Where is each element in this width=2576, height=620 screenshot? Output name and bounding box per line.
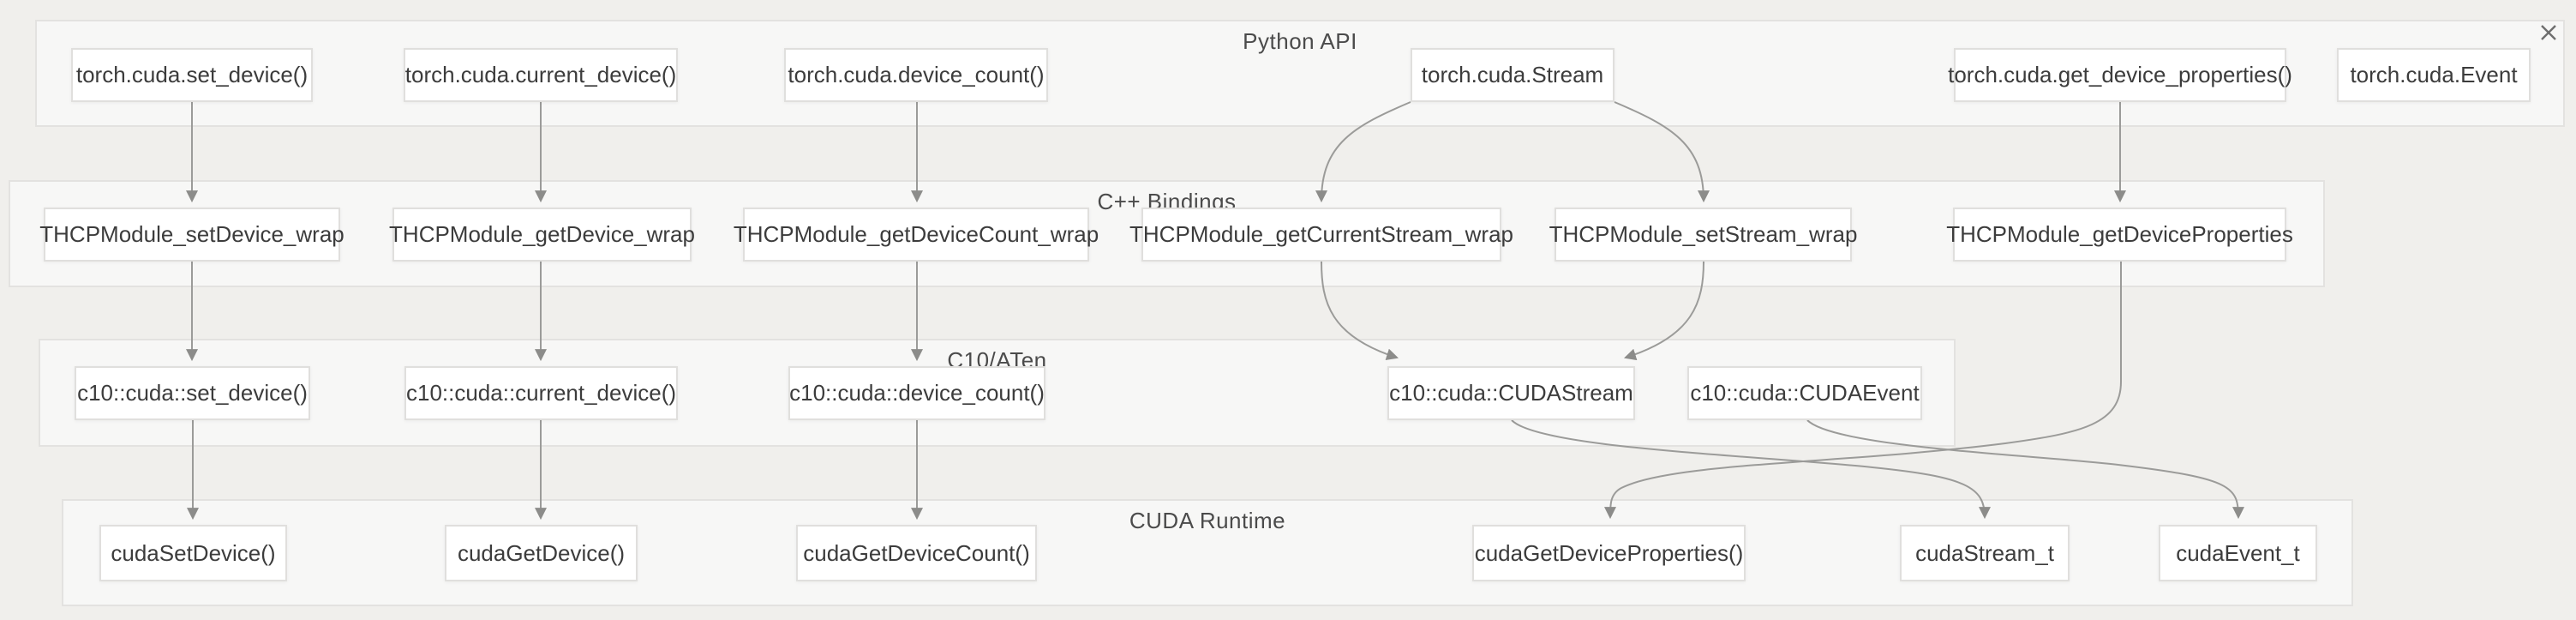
node-thcp-get-device-properties: THCPModule_getDeviceProperties bbox=[1946, 208, 2293, 262]
node-rt-stream-t: cudaStream_t bbox=[1900, 525, 2070, 581]
band-title-python-api: Python API bbox=[1243, 28, 1357, 54]
node-thcp-get-current-stream: THCPModule_getCurrentStream_wrap bbox=[1129, 208, 1513, 262]
node-thcp-get-device-count: THCPModule_getDeviceCount_wrap bbox=[734, 208, 1099, 262]
node-rt-get-device-properties: cudaGetDeviceProperties() bbox=[1472, 525, 1746, 581]
node-rt-get-device-count: cudaGetDeviceCount() bbox=[796, 525, 1037, 581]
node-thcp-get-device: THCPModule_getDevice_wrap bbox=[389, 208, 695, 262]
node-py-set-device: torch.cuda.set_device() bbox=[71, 48, 313, 102]
node-py-event: torch.cuda.Event bbox=[2337, 48, 2531, 102]
node-py-get-device-properties: torch.cuda.get_device_properties() bbox=[1948, 48, 2292, 102]
node-py-stream: torch.cuda.Stream bbox=[1411, 48, 1614, 102]
node-thcp-set-device: THCPModule_setDevice_wrap bbox=[39, 208, 344, 262]
node-c10-device-count: c10::cuda::device_count() bbox=[788, 366, 1045, 420]
node-c10-set-device: c10::cuda::set_device() bbox=[75, 366, 310, 420]
node-thcp-set-stream: THCPModule_setStream_wrap bbox=[1549, 208, 1857, 262]
node-c10-cuda-event: c10::cuda::CUDAEvent bbox=[1687, 366, 1922, 420]
node-py-current-device: torch.cuda.current_device() bbox=[404, 48, 678, 102]
node-rt-event-t: cudaEvent_t bbox=[2159, 525, 2317, 581]
node-py-device-count: torch.cuda.device_count() bbox=[784, 48, 1048, 102]
close-button[interactable] bbox=[2531, 15, 2566, 50]
node-rt-set-device: cudaSetDevice() bbox=[99, 525, 287, 581]
band-title-cuda-runtime: CUDA Runtime bbox=[1129, 508, 1286, 533]
node-c10-current-device: c10::cuda::current_device() bbox=[404, 366, 678, 420]
close-icon bbox=[2541, 25, 2556, 40]
node-c10-cuda-stream: c10::cuda::CUDAStream bbox=[1387, 366, 1635, 420]
node-rt-get-device: cudaGetDevice() bbox=[445, 525, 638, 581]
